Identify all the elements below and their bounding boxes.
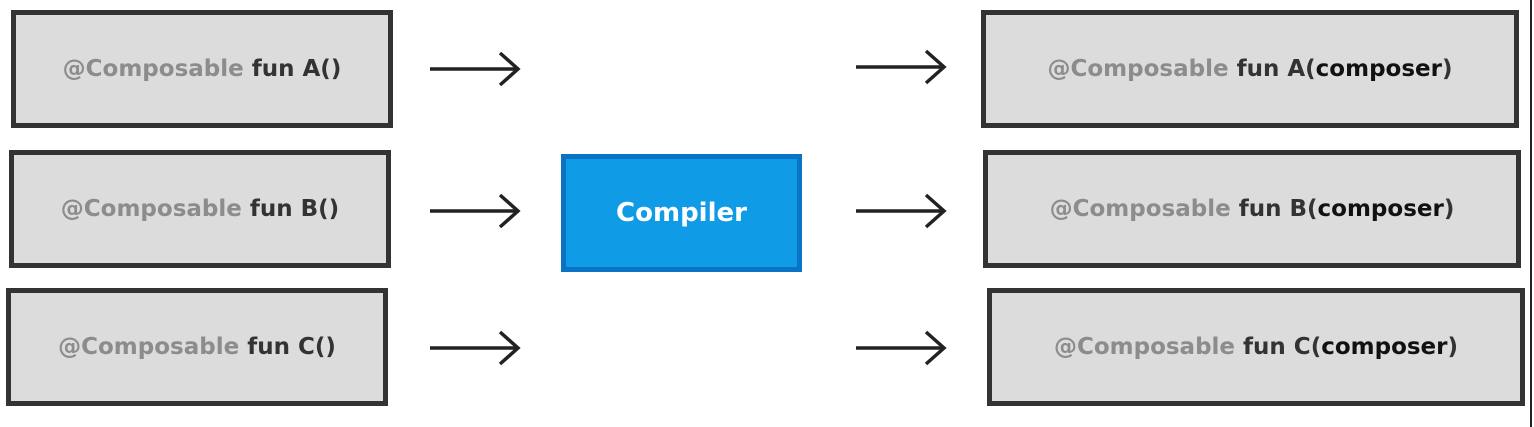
- function-prefix: fun A(: [1236, 56, 1316, 82]
- function-suffix: ): [1447, 334, 1459, 360]
- annotation-label: @Composable: [1053, 334, 1236, 360]
- arrow-right-icon: [854, 191, 950, 231]
- function-suffix: ): [1443, 196, 1455, 222]
- arrow-right-icon: [854, 47, 950, 87]
- annotation-label: @Composable: [1047, 56, 1229, 82]
- annotation-label: @Composable: [60, 196, 242, 222]
- output-function-box-a: @Composable fun A(composer): [981, 10, 1519, 128]
- function-suffix: ): [1441, 56, 1453, 82]
- function-signature: fun B(): [249, 196, 340, 222]
- compiler-label: Compiler: [616, 198, 747, 228]
- function-signature: fun C(): [247, 334, 336, 360]
- function-prefix: fun B(: [1238, 196, 1318, 222]
- input-function-box-c: @Composable fun C(): [6, 288, 388, 406]
- output-function-box-c: @Composable fun C(composer): [987, 288, 1525, 406]
- arrow-right-icon: [428, 328, 524, 368]
- annotation-label: @Composable: [58, 334, 240, 360]
- composer-param: composer: [1315, 56, 1442, 82]
- annotation-label: @Composable: [62, 56, 244, 82]
- composer-param: composer: [1321, 334, 1448, 360]
- compiler-box: Compiler: [561, 154, 802, 272]
- arrow-right-icon: [854, 328, 950, 368]
- arrow-right-icon: [428, 49, 524, 89]
- output-function-box-b: @Composable fun B(composer): [983, 150, 1521, 268]
- function-signature: fun A(): [251, 56, 342, 82]
- composer-param: composer: [1317, 196, 1444, 222]
- edge-divider: [1530, 0, 1532, 427]
- input-function-box-a: @Composable fun A(): [11, 10, 393, 128]
- function-prefix: fun C(: [1243, 334, 1322, 360]
- input-function-box-b: @Composable fun B(): [9, 150, 391, 268]
- arrow-right-icon: [428, 191, 524, 231]
- annotation-label: @Composable: [1049, 196, 1231, 222]
